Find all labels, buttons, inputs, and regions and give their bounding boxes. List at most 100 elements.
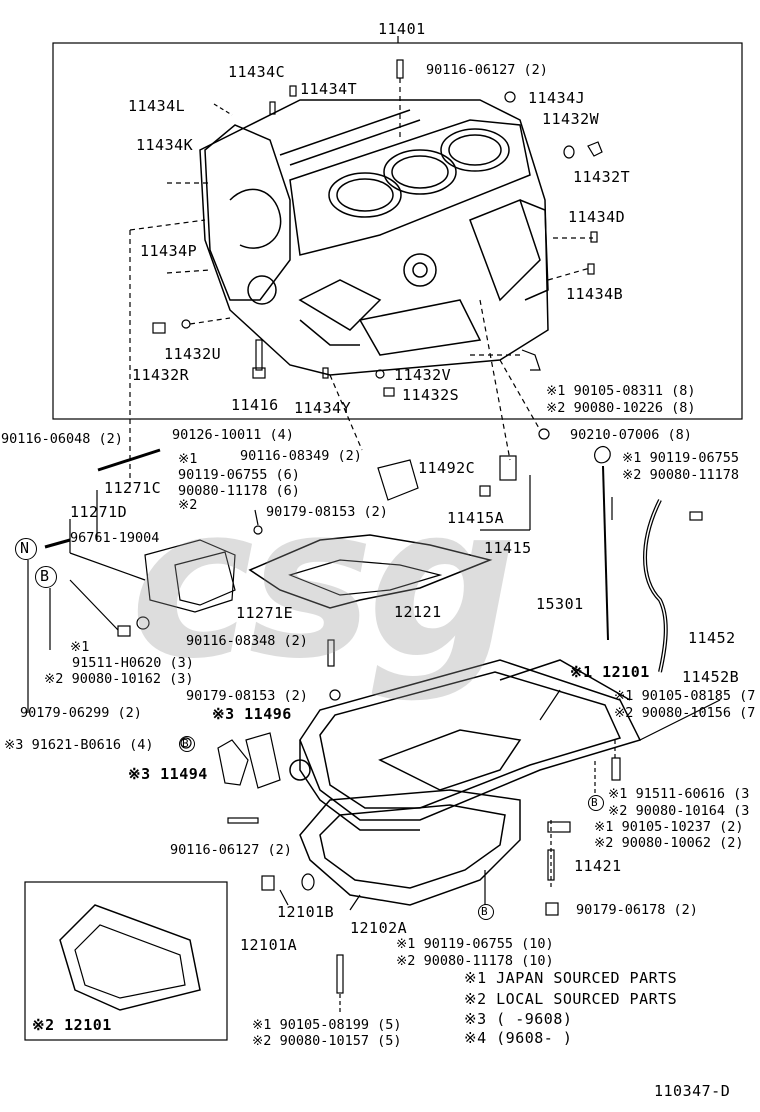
guide-tube-11452 — [643, 499, 668, 673]
label-90080-11178-6: 90080-11178 (6) — [178, 483, 300, 499]
bolt-90105-08199 — [336, 954, 344, 994]
pin-11434y — [322, 367, 329, 379]
gasket-11492c — [377, 459, 419, 501]
label-90105-08199: ※1 90105-08199 (5) — [252, 1017, 402, 1033]
callout-n-circle — [15, 538, 37, 560]
label-11434b: 11434B — [566, 285, 624, 303]
label-11434c: 11434C — [228, 63, 286, 81]
label-90080-11178-r: ※2 90080-11178 — [622, 467, 739, 483]
label-11421: 11421 — [574, 857, 622, 875]
label-90080-10156: ※2 90080-10156 (7 — [614, 705, 756, 721]
label-11401: 11401 — [378, 20, 426, 38]
label-11434j: 11434J — [528, 89, 586, 107]
label-90116-06127-top: 90116-06127 (2) — [426, 62, 548, 78]
label-90080-10162: ※2 90080-10162 (3) — [44, 671, 194, 687]
dipstick-15301 — [602, 465, 609, 641]
oil-pan-upper-illustration — [289, 659, 642, 831]
label-91621-b0616: ※3 91621-B0616 (4) — [4, 737, 154, 753]
legend-note3: ※3 ( -9608) — [464, 1010, 573, 1028]
stud-n — [44, 538, 71, 549]
oil-pan-lower-illustration — [299, 789, 521, 906]
callout-b4-circle — [478, 904, 494, 920]
plug-11432u — [181, 319, 191, 329]
label-90210-07006: 90210-07006 (8) — [570, 427, 692, 443]
label-11434k: 11434K — [136, 136, 194, 154]
gasket-12101b — [301, 873, 315, 891]
pin-11434t — [289, 85, 297, 97]
stud-90116-06127-top — [396, 59, 404, 79]
callout-b-circle — [35, 566, 57, 588]
label-11432v: 11432V — [394, 366, 452, 384]
label-11496: ※3 11496 — [212, 705, 292, 723]
label-91511-h0620: 91511-H0620 (3) — [72, 655, 194, 671]
label-15301: 15301 — [536, 595, 584, 613]
label-90080-10062: ※2 90080-10062 (2) — [594, 835, 744, 851]
callout-b3-letter: B — [591, 796, 598, 809]
label-90116-06048: 90116-06048 (2) — [1, 431, 123, 447]
label-12101b: 12101B — [277, 903, 335, 921]
label-90119-06755-r: ※1 90119-06755 — [622, 450, 739, 466]
bolt-91511-h0620 — [117, 625, 131, 637]
plug-11432w — [563, 145, 575, 159]
label-90179-08153-a: 90179-08153 (2) — [266, 504, 388, 520]
bolt-90105-08311 — [521, 349, 541, 371]
label-90105-08311: ※1 90105-08311 (8) — [546, 383, 696, 399]
label-11432w: 11432W — [542, 110, 600, 128]
label-12121: 12121 — [394, 603, 442, 621]
pin-11434c — [269, 101, 276, 115]
label-11432t: 11432T — [573, 168, 631, 186]
label-11415a: 11415A — [447, 509, 505, 527]
baffle-plate-12121 — [248, 534, 493, 609]
label-11492c: 11492C — [418, 459, 476, 477]
label-11434d: 11434D — [568, 208, 626, 226]
inset-oil-pan — [59, 904, 201, 1011]
cover-11494 — [217, 739, 249, 786]
label-90119-06755-6: 90119-06755 (6) — [178, 467, 300, 483]
callout-b-letter: B — [40, 567, 50, 585]
cylinder-block-illustration — [199, 99, 549, 376]
bolt-91511-60616 — [611, 757, 621, 781]
label-11415: 11415 — [484, 539, 532, 557]
gasket-11496 — [245, 732, 281, 789]
bracket-11415a — [499, 455, 517, 481]
label-90116-08348: 90116-08348 (2) — [186, 633, 308, 649]
label-note1-b: ※1 — [70, 639, 90, 655]
label-11432s: 11432S — [402, 386, 460, 404]
callout-b2-circle — [179, 736, 195, 752]
stud-90126-10011 — [97, 448, 161, 472]
sensor-11416 — [255, 339, 263, 371]
label-90119-06755-10: ※1 90119-06755 (10) — [396, 936, 554, 952]
stud-90116-08348 — [327, 639, 335, 667]
label-11494: ※3 11494 — [128, 765, 208, 783]
bolt-90105-10237 — [547, 821, 571, 833]
label-11416: 11416 — [231, 396, 279, 414]
label-90080-11178-10: ※2 90080-11178 (10) — [396, 953, 554, 969]
callout-b2-letter: B — [182, 737, 189, 750]
label-96761-19004: 96761-19004 — [70, 530, 160, 546]
legend-japan-sourced: ※1 JAPAN SOURCED PARTS — [464, 969, 678, 987]
plug-11432t — [587, 141, 603, 157]
label-11434l: 11434L — [128, 97, 186, 115]
label-11434y: 11434Y — [294, 399, 352, 417]
plug-11434j — [504, 91, 516, 103]
label-90126-10011: 90126-10011 (4) — [172, 427, 294, 443]
label-12101-upper: ※1 12101 — [570, 663, 650, 681]
dipstick-handle — [594, 446, 611, 464]
label-12102a: 12102A — [350, 919, 408, 937]
label-90080-10164: ※2 90080-10164 (3 — [608, 803, 750, 819]
stud-90116-06127-b — [227, 817, 259, 824]
washer-90210-07006 — [538, 428, 550, 440]
label-11434p: 11434P — [140, 242, 198, 260]
plug-12101a — [261, 875, 275, 891]
label-90179-08153-b: 90179-08153 (2) — [186, 688, 308, 704]
drawing-number: 110347-D — [654, 1082, 731, 1100]
callout-b3-circle — [588, 795, 604, 811]
label-90179-06178: 90179-06178 (2) — [576, 902, 698, 918]
inset-frame — [24, 881, 228, 1041]
label-91511-60616: ※1 91511-60616 (3 — [608, 786, 750, 802]
label-90105-10237: ※1 90105-10237 (2) — [594, 819, 744, 835]
label-12101a: 12101A — [240, 936, 298, 954]
label-11271e: 11271E — [236, 604, 294, 622]
